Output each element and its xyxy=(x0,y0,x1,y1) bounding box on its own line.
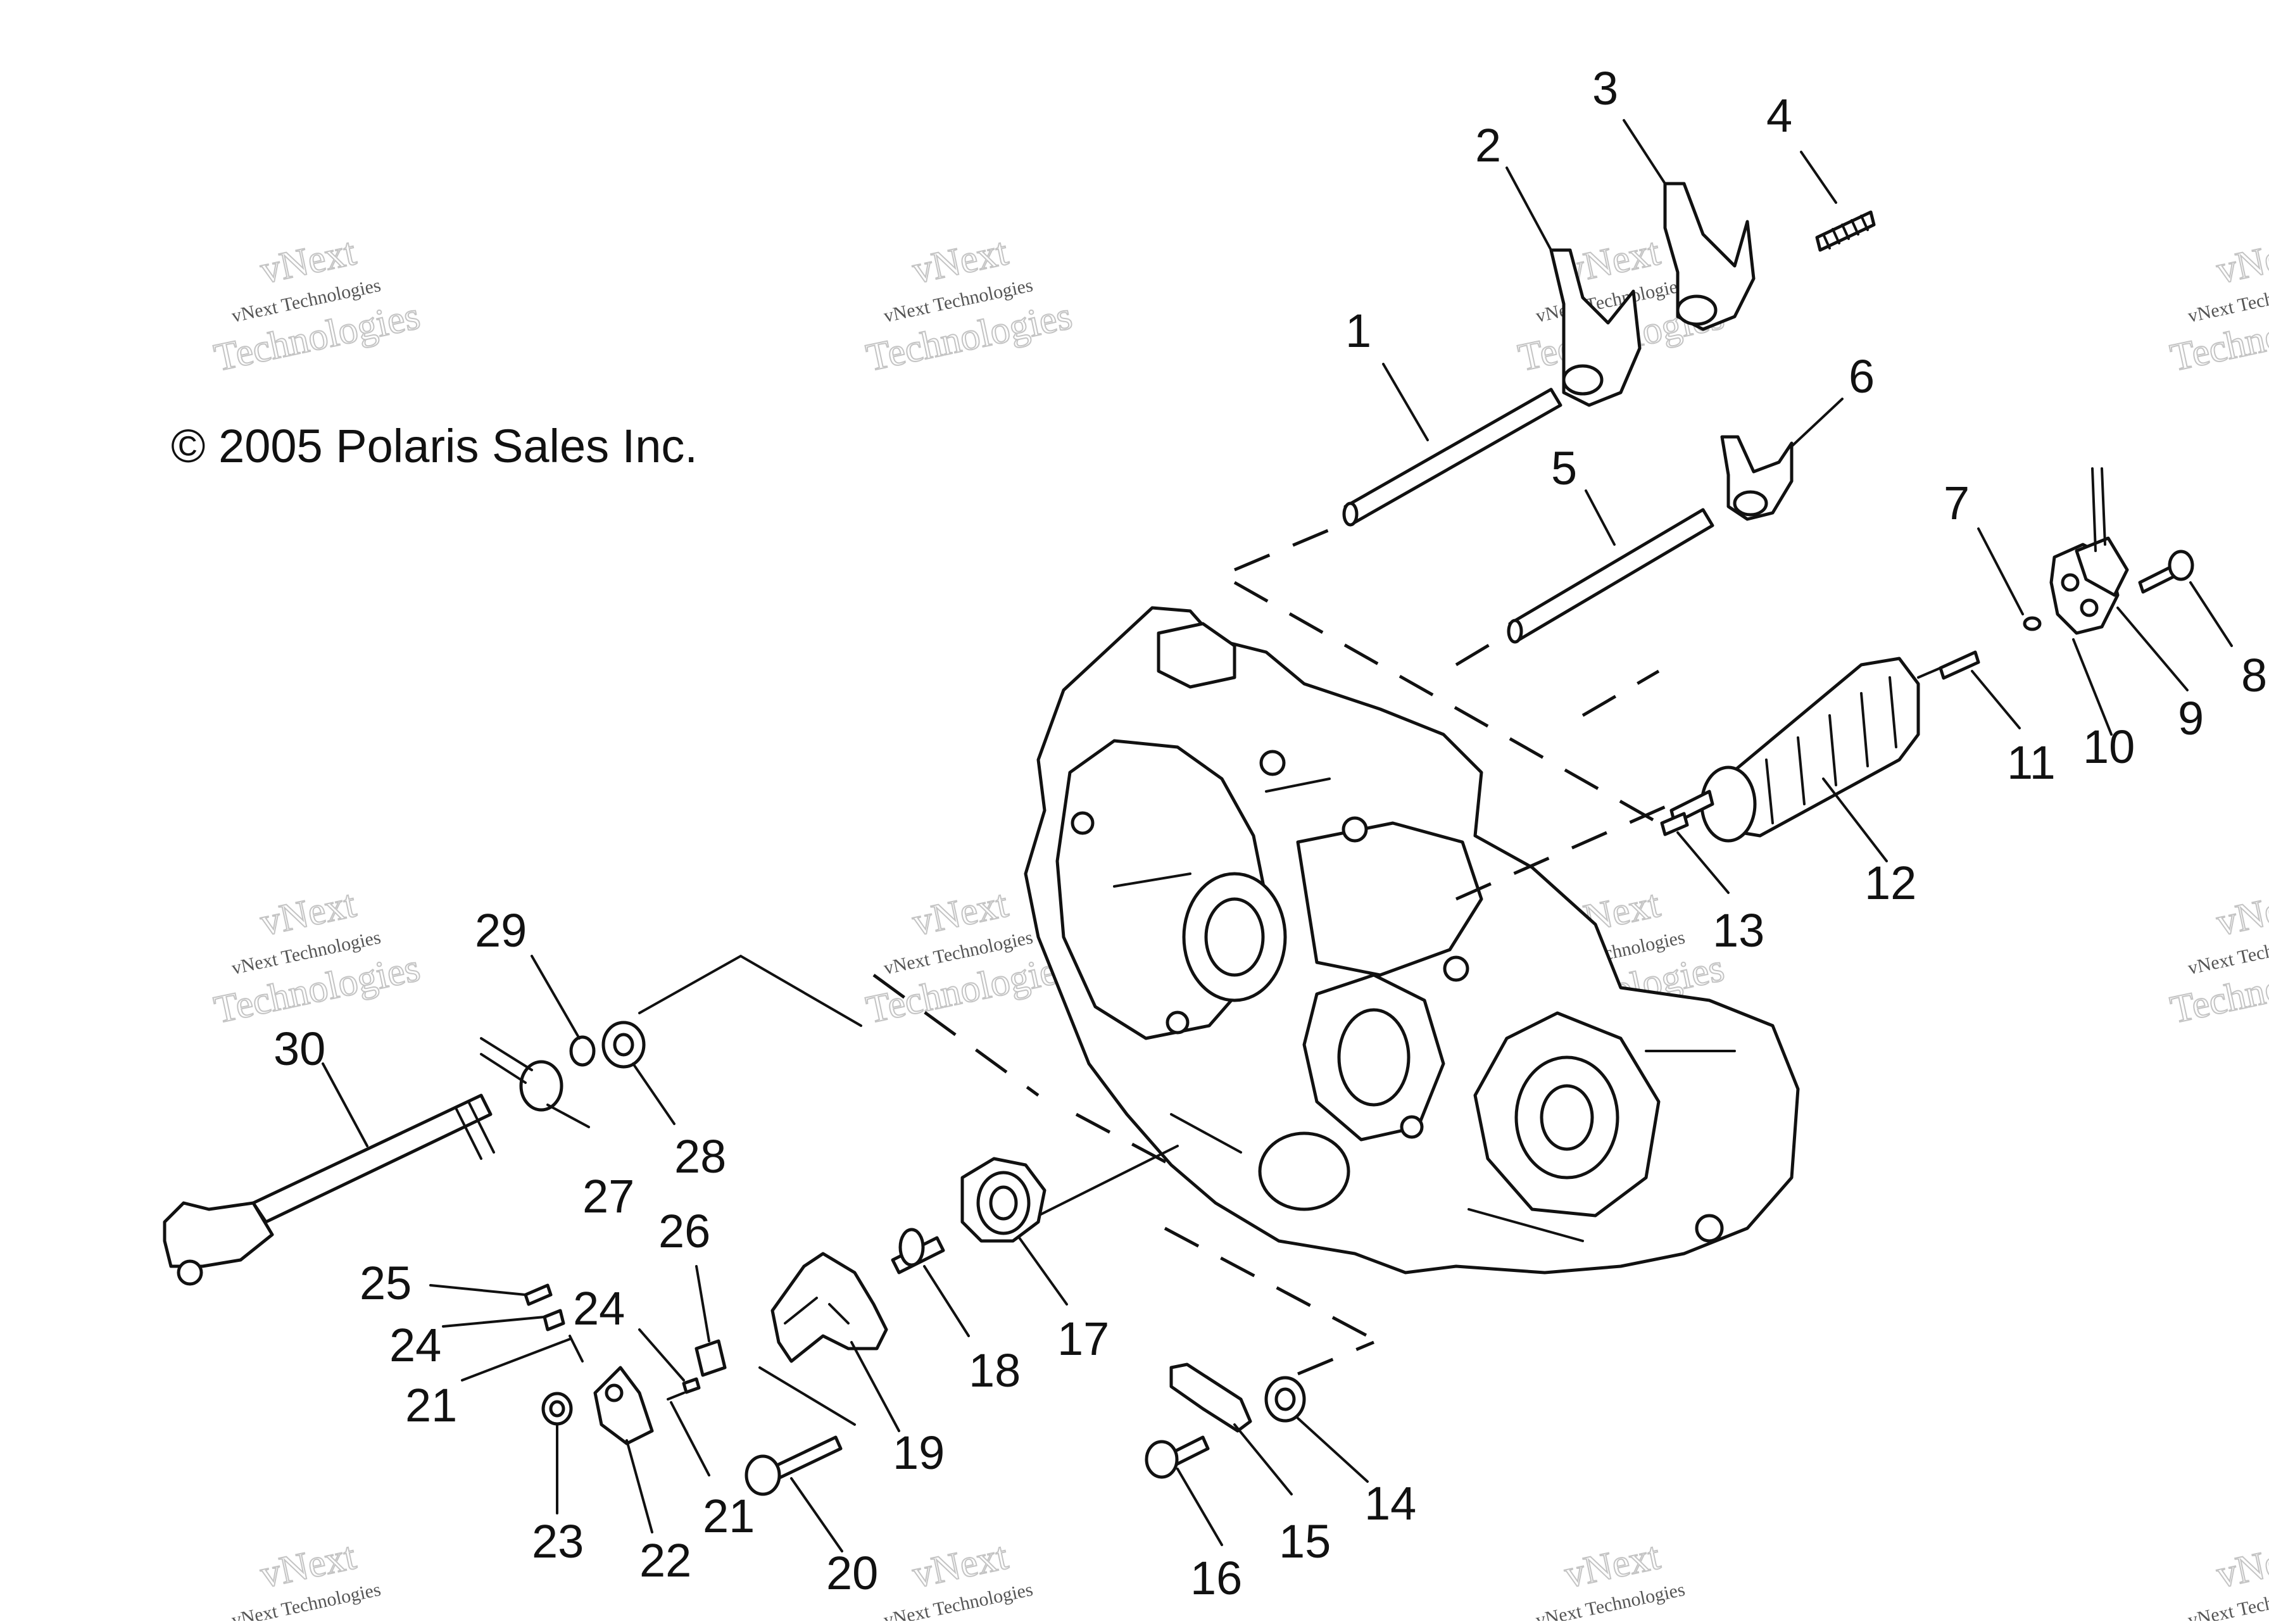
part-2-shift-fork xyxy=(1549,248,1642,407)
callout-30: 30 xyxy=(273,1023,325,1075)
callout-21b: 21 xyxy=(703,1490,755,1542)
part-3-shift-fork xyxy=(1663,182,1756,331)
callout-24: 24 xyxy=(389,1319,441,1371)
watermark: vNext vNext Technologies xyxy=(230,1533,382,1624)
svg-text:vNext: vNext xyxy=(2213,882,2269,944)
callout-14: 14 xyxy=(1364,1477,1416,1530)
part-18-bolt xyxy=(891,1228,945,1275)
callout-2: 2 xyxy=(1475,119,1501,172)
part-8-bolt xyxy=(2138,550,2194,594)
watermark: vNext vNext Technologies xyxy=(2186,1533,2269,1624)
watermark: vNext vNext Technologies Technologies xyxy=(210,229,425,380)
crankcase xyxy=(1024,606,1800,1275)
callout-24b: 24 xyxy=(573,1282,625,1335)
watermark: vNext vNext Technologies Technologies xyxy=(2166,881,2269,1032)
callout-4: 4 xyxy=(1766,89,1792,142)
watermark: vNext vNext Technologies Technologies xyxy=(862,229,1077,380)
callout-15: 15 xyxy=(1279,1515,1331,1568)
part-26-block xyxy=(695,1339,727,1377)
part-9-detent-arm xyxy=(2075,467,2129,597)
callout-6: 6 xyxy=(1849,350,1875,403)
callout-18: 18 xyxy=(969,1344,1021,1397)
part-16-bolt xyxy=(1145,1435,1210,1479)
part-11-spring xyxy=(1917,650,1980,680)
part-4-spring xyxy=(1815,210,1876,252)
callout-22: 22 xyxy=(639,1534,691,1587)
callout-27: 27 xyxy=(582,1170,634,1223)
callout-13: 13 xyxy=(1713,904,1764,957)
part-13-pin xyxy=(1660,812,1689,836)
part-29-clip xyxy=(569,1035,596,1067)
callout-23: 23 xyxy=(532,1515,584,1568)
part-25-pin xyxy=(524,1283,553,1306)
callout-8: 8 xyxy=(2241,649,2267,702)
part-23-nut xyxy=(541,1392,573,1426)
callout-19: 19 xyxy=(893,1426,945,1479)
callout-9: 9 xyxy=(2178,692,2204,745)
callout-labels: 1 2 3 4 5 6 7 8 9 10 11 12 13 14 15 16 1… xyxy=(273,62,2267,1604)
part-12-shift-drum xyxy=(1669,657,1920,843)
part-19-plate xyxy=(770,1252,888,1363)
callout-26: 26 xyxy=(658,1205,710,1257)
callout-7: 7 xyxy=(1944,477,1970,529)
part-30-shift-shaft xyxy=(163,1093,495,1286)
part-20-bolt xyxy=(745,1435,843,1496)
leader-lines xyxy=(322,119,2233,1552)
part-1-shift-shaft xyxy=(1342,387,1562,527)
part-7-ball xyxy=(2023,616,2042,631)
part-24-roller xyxy=(543,1309,701,1394)
callout-11: 11 xyxy=(2007,736,2056,789)
callout-29: 29 xyxy=(475,904,527,957)
callout-12: 12 xyxy=(1864,857,1916,909)
alignment-lines xyxy=(638,517,1673,1426)
part-15-arm xyxy=(1169,1363,1252,1433)
callout-16: 16 xyxy=(1190,1552,1242,1604)
part-28-washer xyxy=(601,1021,646,1069)
part-22-shift-arm xyxy=(593,1366,654,1445)
part-27-spring xyxy=(480,1037,563,1112)
callout-1: 1 xyxy=(1345,305,1371,357)
callout-10: 10 xyxy=(2083,721,2135,773)
svg-text:vNext: vNext xyxy=(2213,230,2269,292)
callout-21: 21 xyxy=(405,1379,457,1432)
part-17-collar xyxy=(960,1157,1047,1243)
part-5-shift-shaft xyxy=(1507,508,1714,644)
copyright-text: © 2005 Polaris Sales Inc. xyxy=(171,420,698,472)
watermark: vNext vNext Technologies xyxy=(1534,1533,1687,1624)
watermark: vNext vNext Technologies xyxy=(882,1533,1034,1624)
callout-3: 3 xyxy=(1592,62,1618,115)
watermark: vNext vNext Technologies Technologies xyxy=(210,881,425,1032)
part-21-spring xyxy=(569,1335,685,1401)
callout-25: 25 xyxy=(360,1257,412,1309)
svg-text:vNext: vNext xyxy=(2213,1534,2269,1596)
watermark: vNext vNext Technologies Technologies xyxy=(2166,229,2269,380)
part-14-spring xyxy=(1264,1376,1306,1423)
callout-28: 28 xyxy=(674,1130,726,1183)
callout-5: 5 xyxy=(1551,442,1577,494)
callout-17: 17 xyxy=(1057,1312,1109,1365)
part-6-shift-fork xyxy=(1720,435,1794,521)
callout-20: 20 xyxy=(826,1547,878,1599)
